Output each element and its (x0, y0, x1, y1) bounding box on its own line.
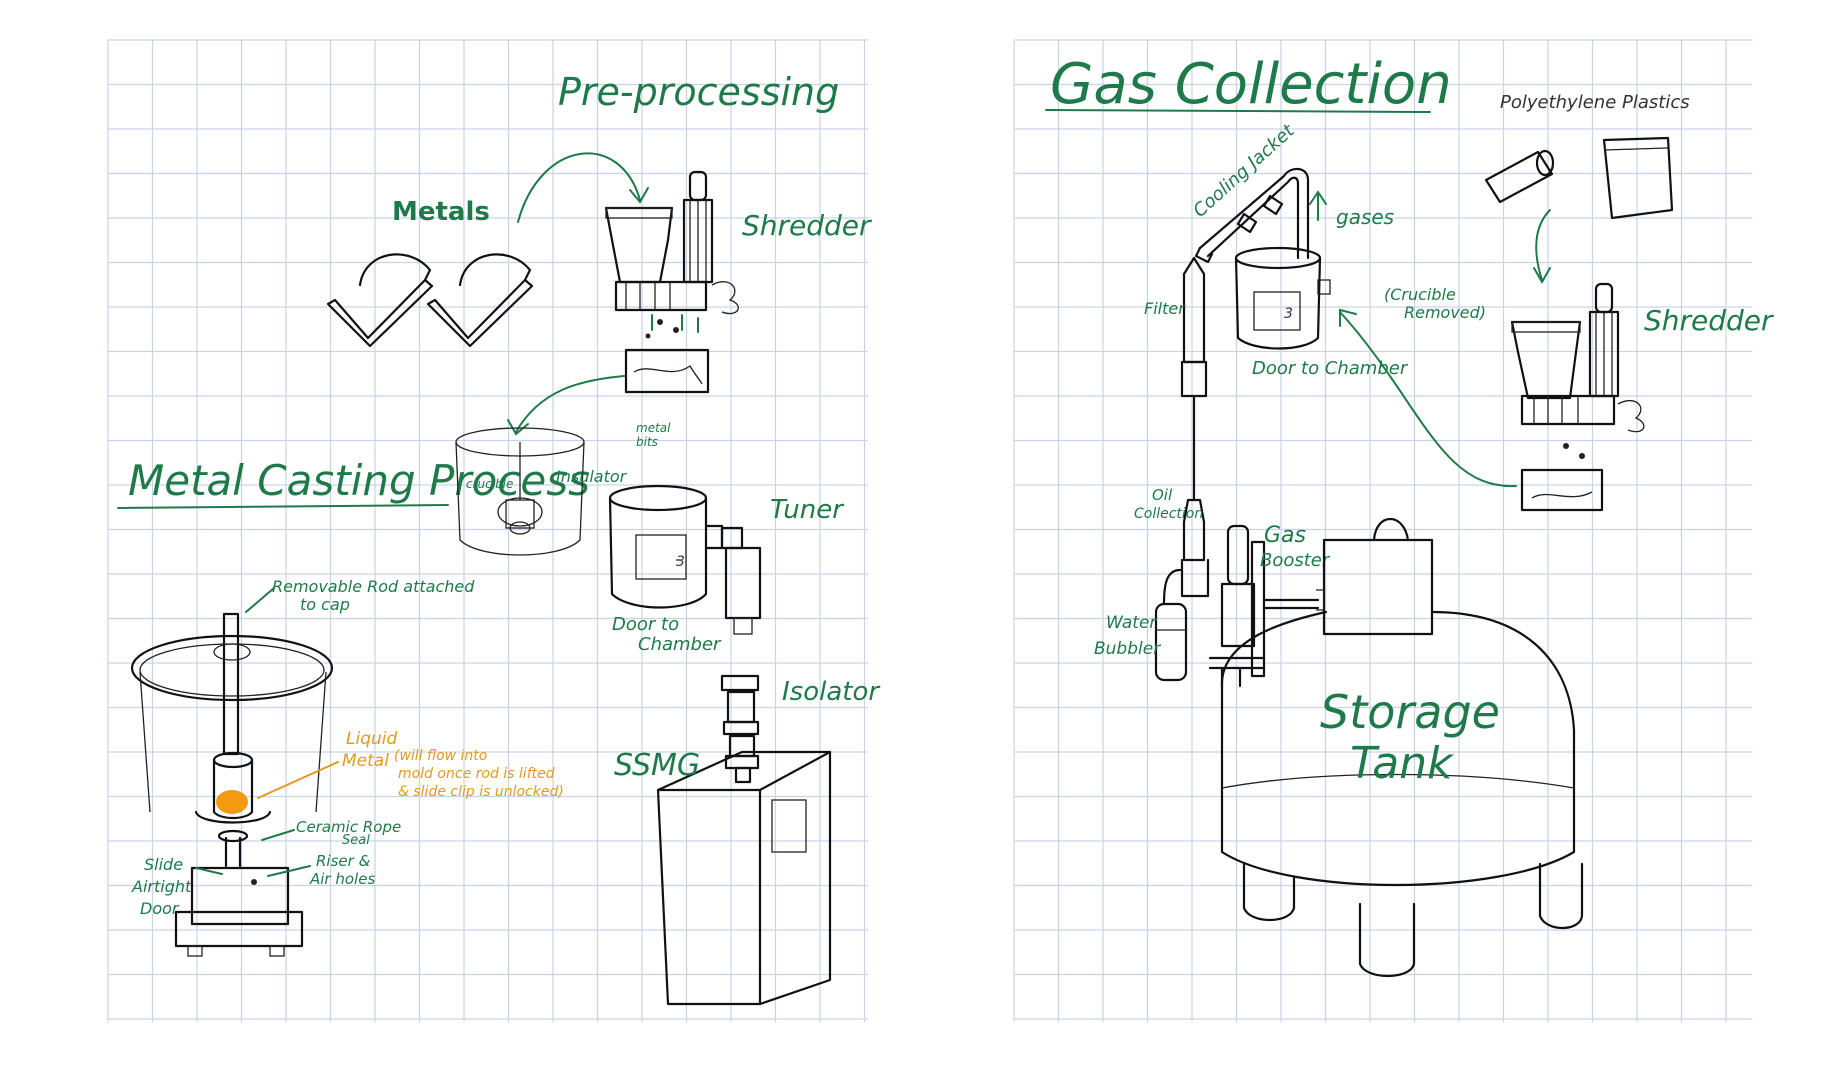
tuner-label: Tuner (770, 495, 845, 525)
water-bubbler-label-2: Bubbler (1094, 639, 1161, 659)
plastic-roll (1484, 149, 1555, 204)
arrow-to-shredder-right (1535, 209, 1551, 281)
metals-label: Metals (392, 197, 490, 227)
riser-label-2: Air holes (309, 870, 375, 888)
liquid-metal-note-1: (will flow into (394, 748, 487, 764)
gas-collection-title: Gas Collection (1050, 52, 1452, 117)
gas-title-underline (1045, 109, 1431, 113)
door-chamber-label-right: Door to Chamber (1252, 358, 1409, 379)
gas-booster-label-2: Booster (1260, 550, 1331, 571)
liquid-metal-note-3: & slide clip is unlocked) (398, 784, 564, 800)
crucible-insulator (455, 427, 585, 556)
shredder-right (1510, 282, 1645, 512)
ceramic-rope-label-2: Seal (342, 833, 370, 848)
metal-bits-label-2: bits (636, 435, 658, 449)
isolator (720, 674, 760, 784)
ceramic-rope-arrow (261, 829, 295, 841)
shredder-label-right: Shredder (1644, 304, 1774, 337)
storage-tank-label-1: Storage (1320, 685, 1500, 739)
oil-collection-label-1: Oil (1152, 486, 1173, 504)
arrow-to-crucible (515, 375, 625, 433)
grid-paper-right (1013, 39, 1752, 1022)
storage-tank (1220, 517, 1584, 977)
chamber-left (608, 484, 762, 635)
gases-label: gases (1336, 205, 1394, 229)
storage-tank-label-2: Tank (1350, 738, 1454, 789)
arrow-to-chamber-right (1339, 311, 1517, 488)
gas-booster (1208, 524, 1320, 688)
slide-door-arrow (195, 867, 223, 875)
casting-title: Metal Casting Process (128, 456, 590, 505)
riser-arrow (267, 865, 311, 877)
plastic-bag (1602, 136, 1674, 220)
crucible-removed-label-1: (Crucible (1384, 285, 1456, 304)
chamber-number-right: 3 (1284, 306, 1293, 322)
water-bubbler (1154, 568, 1188, 682)
ceramic-rope-label-1: Ceramic Rope (296, 818, 401, 836)
casting-furnace (130, 612, 334, 957)
oil-collection-label-2: Collection (1134, 506, 1203, 522)
metal-pieces (326, 253, 534, 348)
isolator-label: Isolator (782, 677, 881, 707)
cooling-jacket-pipe (1194, 167, 1310, 264)
cooling-jacket-label: Cooling Jacket (1189, 120, 1299, 222)
shredder-left (604, 170, 739, 394)
liquid-metal-label-2: Metal (342, 751, 389, 771)
chamber-number-left: 3 (676, 554, 685, 570)
slide-door-label-1: Slide (144, 855, 183, 874)
arrow-to-shredder (517, 152, 641, 223)
water-bubbler-label-1: Water (1106, 613, 1157, 633)
slide-door-label-3: Door (140, 899, 180, 918)
removable-rod-arrow (245, 587, 275, 613)
slide-door-label-2: Airtight (131, 877, 192, 896)
molten-metal (216, 790, 248, 814)
removable-rod-label-2: to cap (300, 595, 350, 614)
metal-bits-label: metal (636, 421, 671, 435)
chamber-right (1234, 246, 1331, 350)
arrow-head-3 (1533, 267, 1551, 285)
liquid-metal-label-1: Liquid (346, 729, 397, 749)
removable-rod-label-1: Removable Rod attached (272, 577, 475, 596)
shredder-label-left: Shredder (742, 209, 872, 242)
preprocessing-title: Pre-processing (558, 70, 839, 114)
liquid-metal-note-2: mold once rod is lifted (398, 766, 555, 782)
door-chamber-label-1: Door to (612, 614, 679, 635)
gas-booster-label-1: Gas (1264, 523, 1306, 548)
crucible-removed-label-2: Removed) (1404, 303, 1486, 322)
insulator-label: Insulator (556, 467, 628, 486)
ssmg-label: SSMG (614, 748, 700, 783)
riser-label-1: Riser & (316, 852, 371, 870)
arrow-head-2 (507, 419, 529, 436)
filter (1180, 256, 1208, 502)
grid-paper-left (107, 39, 868, 1022)
crucible-label: crucible (466, 477, 513, 491)
arrow-head (629, 187, 649, 204)
polyethylene-label: Polyethylene Plastics (1500, 92, 1690, 113)
ssmg-cabinet (656, 750, 832, 1006)
oil-collection (1180, 498, 1210, 598)
liquid-metal-arrow (257, 761, 339, 799)
filter-label: Filter (1144, 299, 1186, 318)
casting-title-underline (117, 504, 449, 509)
door-chamber-label-2: Chamber (638, 634, 722, 655)
arrow-head-4 (1339, 308, 1357, 327)
gases-arrow (1309, 190, 1327, 221)
